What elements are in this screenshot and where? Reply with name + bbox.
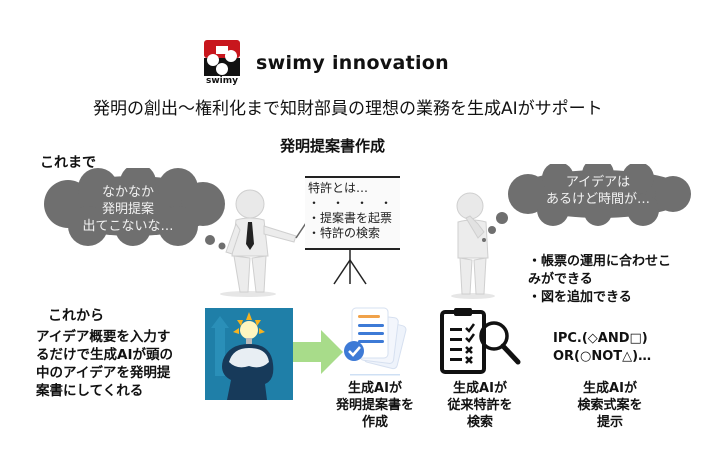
presenter-figure xyxy=(218,186,309,298)
benefit-item: みができる xyxy=(528,272,593,287)
description-line: るだけで生成AIが頭の xyxy=(36,347,173,363)
caption-line: 検索式案を xyxy=(577,398,643,413)
board-item: ・提案書を起票 xyxy=(308,211,393,225)
formula-line: IPC.(◇AND□) xyxy=(553,331,648,346)
caption-line: 従来特許を xyxy=(447,398,513,413)
document-check-icon xyxy=(340,304,410,378)
whiteboard-stand xyxy=(330,250,370,286)
section-title: 発明提案書作成 xyxy=(280,137,386,155)
caption-line: 発明提案書を xyxy=(335,398,414,413)
board-title: 特許とは… xyxy=(308,181,369,195)
benefit-item: ・図を追加できる xyxy=(528,290,632,305)
formula-line: OR(○NOT△)… xyxy=(553,349,652,364)
after-description: アイデア概要を入力す るだけで生成AIが頭の 中のアイデアを発明提 案書にしてく… xyxy=(36,328,196,400)
bubble-line: なかなか xyxy=(101,185,154,200)
step-caption-draft: 生成AIが 発明提案書を 作成 xyxy=(325,380,425,431)
caption-line: 提示 xyxy=(596,415,623,430)
right-thought-bubble: アイデアは あるけど時間が… xyxy=(478,164,698,254)
caption-line: 検索 xyxy=(466,415,493,430)
step-caption-search: 生成AIが 従来特許を 検索 xyxy=(430,380,530,431)
bubble-line: 出てこないな… xyxy=(82,219,174,234)
logo-caption: swimy xyxy=(205,76,238,86)
green-arrow-icon xyxy=(293,330,343,374)
bubble-line: 発明提案 xyxy=(101,202,154,217)
bubble-line: あるけど時間が… xyxy=(545,192,650,207)
step-caption-formula: 生成AIが 検索式案を 提示 xyxy=(560,380,660,431)
after-label: これから xyxy=(48,308,104,324)
board-item: ・特許の検索 xyxy=(308,226,381,240)
benefit-item: ・帳票の運用に合わせこ xyxy=(528,254,672,269)
left-thought-bubble: なかなか 発明提案 出てこないな… xyxy=(28,168,238,254)
description-line: 案書にしてくれる xyxy=(36,383,144,399)
caption-line: 生成AIが xyxy=(453,381,507,396)
benefits-list: ・帳票の運用に合わせこ みができる ・図を追加できる xyxy=(528,253,671,307)
brand-name: swimy innovation xyxy=(256,52,449,74)
caption-line: 生成AIが xyxy=(348,381,402,396)
before-label: これまで xyxy=(40,155,96,171)
bubble-line: アイデアは xyxy=(565,175,631,190)
clipboard-search-icon xyxy=(440,306,526,376)
thinking-figure xyxy=(448,188,498,300)
idea-head-image xyxy=(205,308,293,400)
description-line: アイデア概要を入力す xyxy=(36,329,171,345)
caption-line: 生成AIが xyxy=(583,381,637,396)
caption-line: 作成 xyxy=(361,415,388,430)
tagline: 発明の創出～権利化まで知財部員の理想の業務を生成AIがサポート xyxy=(93,99,603,119)
whiteboard: 特許とは… ・ ・ ・ ・ ・提案書を起票 ・特許の検索 xyxy=(305,176,400,250)
description-line: 中のアイデアを発明提 xyxy=(36,365,171,381)
search-formula: IPC.(◇AND□) OR(○NOT△)… xyxy=(553,330,651,366)
board-dots: ・ ・ ・ ・ xyxy=(308,196,393,210)
swimy-logo: swimy xyxy=(204,40,240,86)
